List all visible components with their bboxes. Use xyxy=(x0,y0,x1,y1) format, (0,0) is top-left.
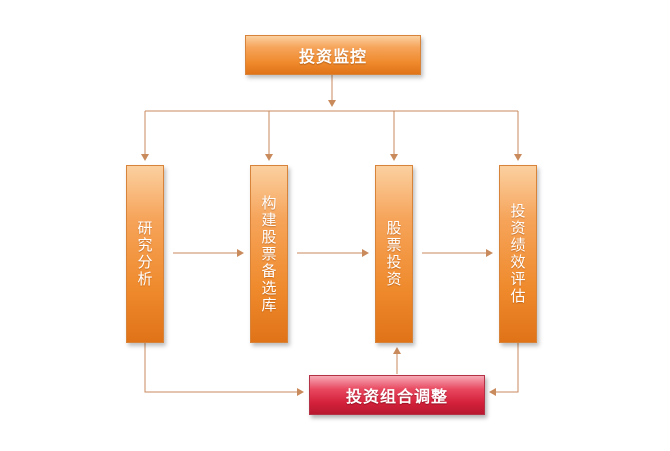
connector-step-4-to-adjust xyxy=(489,343,519,396)
connector-step-1-to-adjust xyxy=(144,343,304,396)
node-stock-investment-label: 股票投资 xyxy=(384,220,403,288)
node-investment-monitoring: 投资监控 xyxy=(245,35,421,75)
node-investment-monitoring-label: 投资监控 xyxy=(298,47,367,66)
node-portfolio-adjustment-label: 投资组合调整 xyxy=(345,387,448,406)
node-performance-evaluation-label: 投资绩效评估 xyxy=(508,203,527,305)
node-stock-investment: 股票投资 xyxy=(375,165,413,343)
node-build-stock-pool-label: 构建股票备选库 xyxy=(259,194,278,314)
node-portfolio-adjustment: 投资组合调整 xyxy=(309,375,485,415)
node-research-analysis-label: 研究分析 xyxy=(135,220,154,288)
node-performance-evaluation: 投资绩效评估 xyxy=(499,165,537,343)
node-build-stock-pool: 构建股票备选库 xyxy=(250,165,288,343)
node-research-analysis: 研究分析 xyxy=(126,165,164,343)
